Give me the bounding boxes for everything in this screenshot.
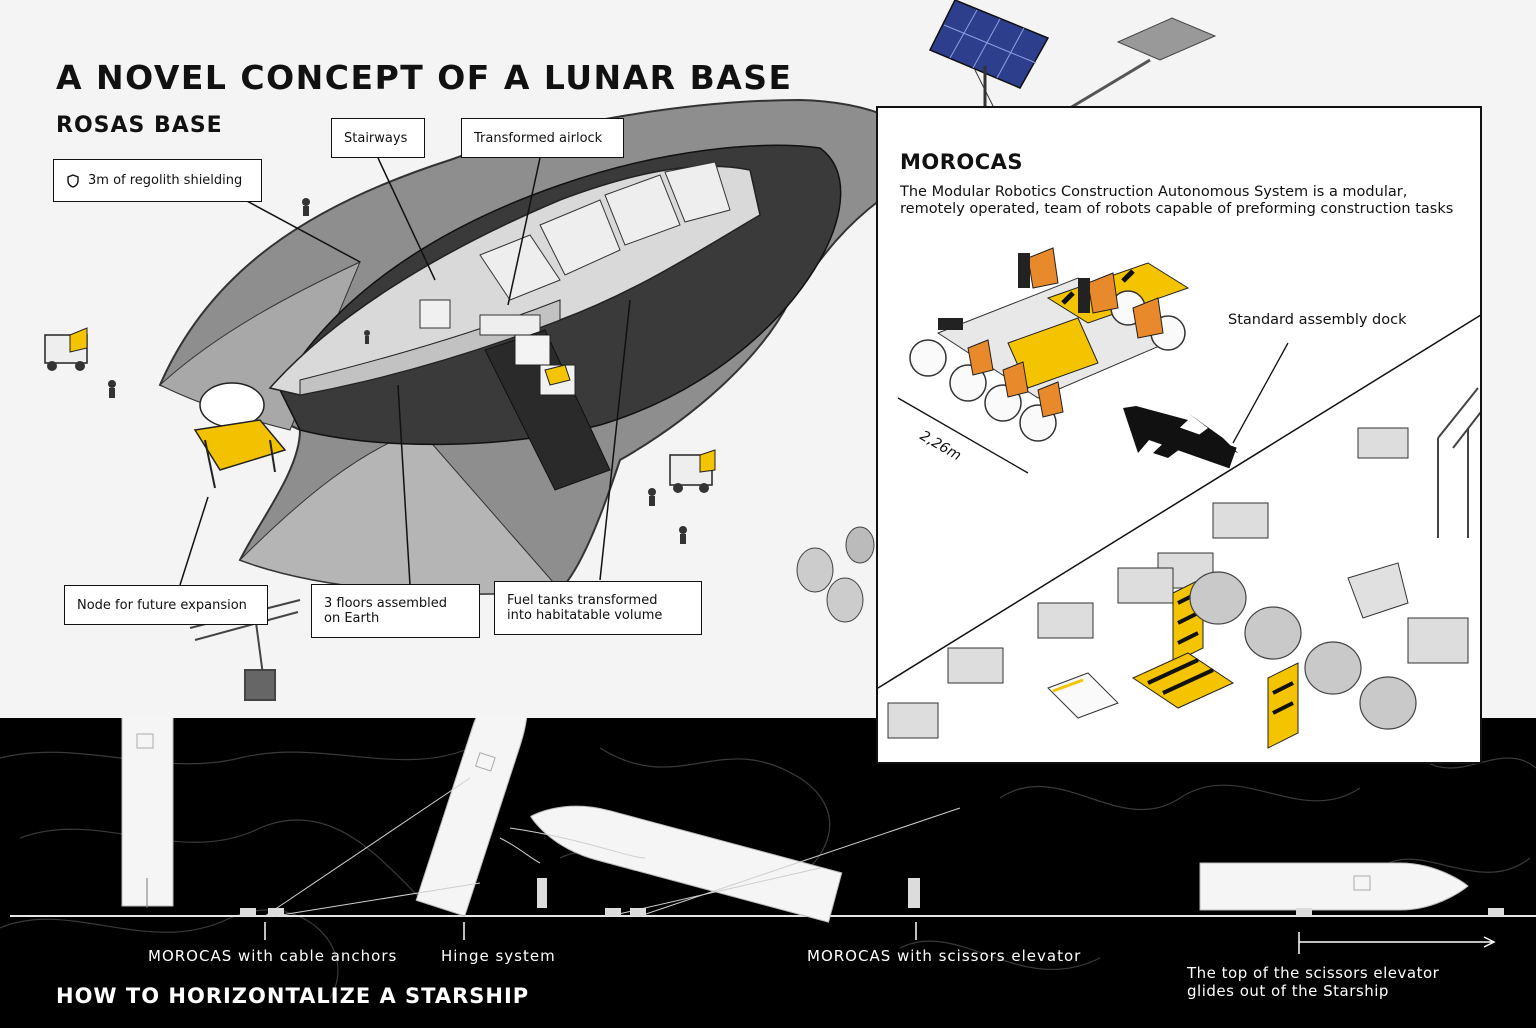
label-fuel-line1: Fuel tanks transformed: [507, 593, 658, 608]
sequence-pointer-lines: [264, 922, 1496, 954]
label-stairways: Stairways: [331, 118, 425, 158]
scissors-note-line2: glides out of the Starship: [1187, 982, 1389, 1000]
expansion-node-illustration: [193, 382, 287, 489]
label-regolith-text: 3m of regolith shielding: [88, 173, 243, 188]
starship-vertical: [121, 718, 174, 908]
section-title-horizontalize: HOW TO HORIZONTALIZE A STARSHIP: [56, 984, 530, 1008]
callout-leader-lines: [179, 157, 631, 586]
solar-panel-illustration: [928, 0, 1217, 111]
starship-tilting: [415, 718, 529, 917]
robot-cluster-illustration: [909, 247, 1190, 442]
regolith-rolls-illustration: [796, 526, 875, 623]
label-fuel-line2: into habitatable volume: [507, 608, 663, 623]
starship-sequence-illustration: [0, 718, 1536, 999]
starship-lowering: [530, 805, 843, 923]
label-scissors-elevator: MOROCAS with scissors elevator: [807, 947, 1082, 965]
starship-horizontal: [1199, 862, 1469, 911]
label-hinge-system: Hinge system: [441, 947, 556, 965]
assembly-scene-illustration: [887, 387, 1480, 749]
morocas-panel: MOROCAS The Modular Robotics Constructio…: [876, 106, 1482, 764]
dock-leader-line: [1232, 342, 1289, 444]
scissors-note: The top of the scissors elevator glides …: [1187, 964, 1439, 1000]
panel-title: MOROCAS: [900, 150, 1024, 174]
horizontalization-section: MOROCAS with cable anchors Hinge system …: [0, 718, 1536, 1028]
rover-illustration: [44, 327, 716, 493]
label-transformed-airlock: Transformed airlock: [461, 118, 624, 158]
label-assembly-dock: Standard assembly dock: [1228, 312, 1407, 328]
shield-icon: [67, 173, 79, 188]
arrow-head: [1123, 408, 1168, 453]
label-regolith-shielding: 3m of regolith shielding: [53, 159, 262, 202]
label-airlock-text: Transformed airlock: [474, 130, 603, 146]
arrow-shaft: [1144, 417, 1237, 469]
panel-description: The Modular Robotics Construction Autono…: [900, 184, 1454, 217]
page-title: A NOVEL CONCEPT OF A LUNAR BASE: [56, 58, 793, 97]
label-fuel-tanks: Fuel tanks transformed into habitatable …: [494, 581, 702, 635]
label-floors-assembled: 3 floors assembled on Earth: [311, 584, 480, 638]
scissors-note-line1: The top of the scissors elevator: [1187, 964, 1440, 982]
label-floors-line1: 3 floors assembled: [324, 596, 448, 611]
label-node-expansion: Node for future expansion: [64, 585, 268, 625]
label-stairways-text: Stairways: [344, 130, 408, 146]
label-cable-anchors: MOROCAS with cable anchors: [148, 947, 398, 965]
label-floors-line2: on Earth: [324, 611, 380, 626]
page-subtitle: ROSAS BASE: [56, 113, 223, 138]
morocas-robots-ground: [240, 878, 1504, 916]
morocas-illustration: [878, 247, 1480, 749]
astronaut-figures: [108, 198, 687, 544]
label-node-text: Node for future expansion: [77, 597, 247, 613]
